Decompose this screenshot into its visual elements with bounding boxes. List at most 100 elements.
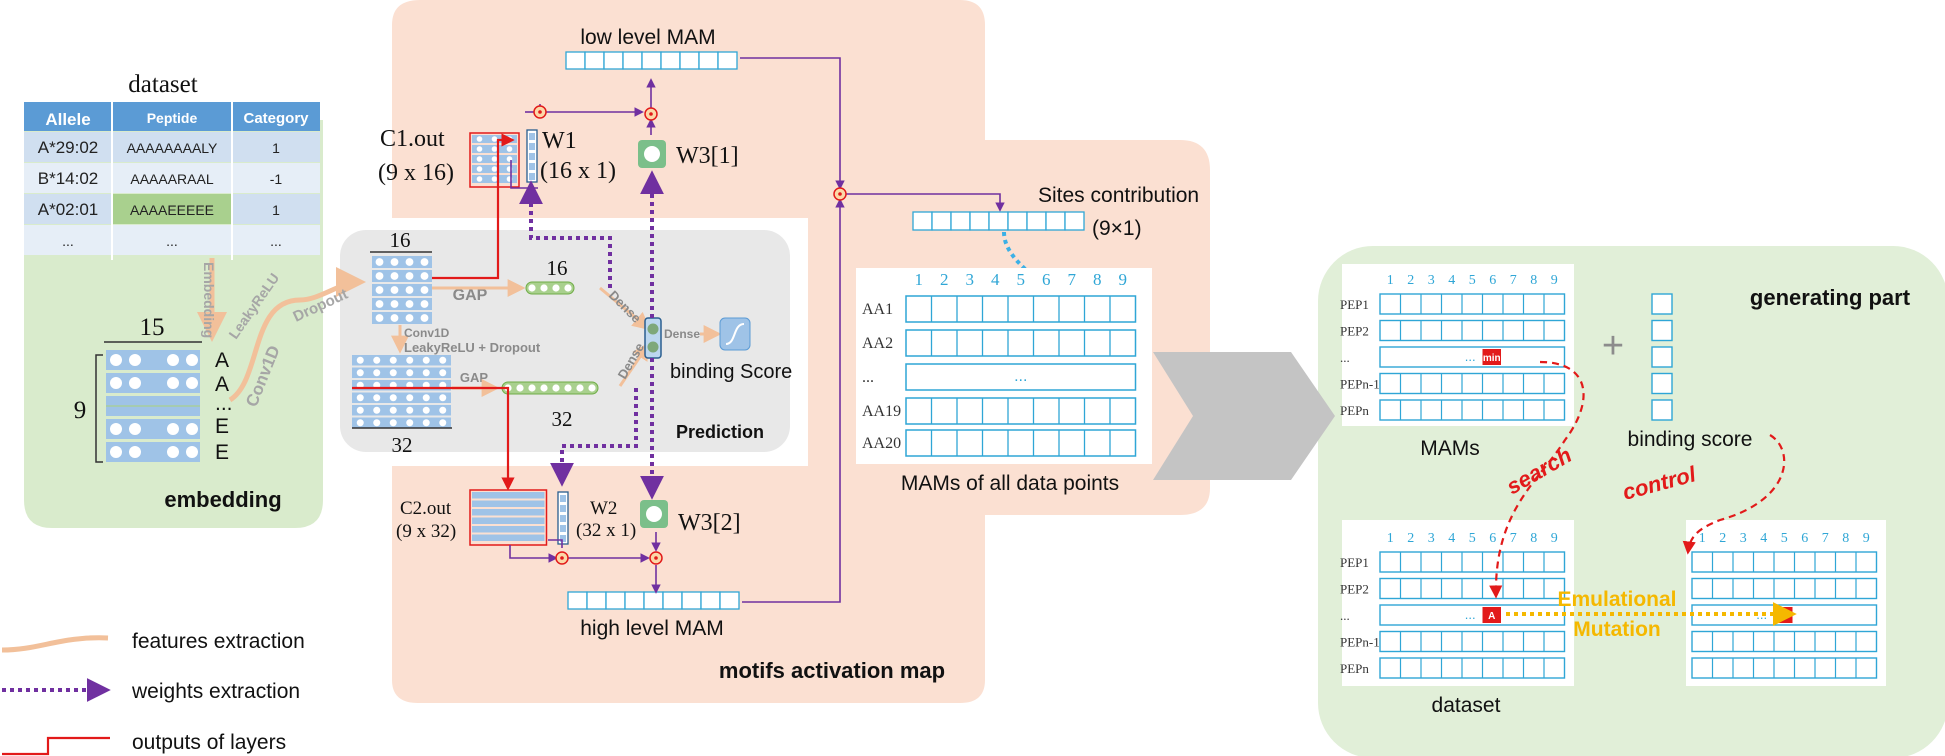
matrix-dot xyxy=(420,286,429,294)
row-label: ... xyxy=(1340,608,1350,623)
w2-dims: (32 x 1) xyxy=(576,520,636,541)
table-cell: -1 xyxy=(270,171,283,187)
row-label: ... xyxy=(1340,350,1350,365)
conv-stack-label: Conv1D xyxy=(404,326,450,340)
flow-chevron xyxy=(1153,352,1335,480)
matrix-dot xyxy=(390,286,399,294)
column-number: 9 xyxy=(1863,531,1870,546)
matrix-dot xyxy=(390,314,399,322)
matrix-dot xyxy=(186,354,198,366)
column-number: 9 xyxy=(1551,273,1558,288)
matrix-dot xyxy=(390,300,399,308)
column-number: 5 xyxy=(1469,273,1476,288)
matrix-dot xyxy=(476,156,483,162)
matrix-row xyxy=(352,405,451,416)
matrix-row xyxy=(372,256,432,268)
matrix-row xyxy=(106,350,200,370)
table-cell: 1 xyxy=(272,202,280,218)
matrix-dot xyxy=(491,136,498,142)
matrix-dot xyxy=(389,394,397,402)
vector-cell xyxy=(1651,372,1673,395)
product-node xyxy=(555,551,569,565)
matrix-dot xyxy=(476,166,483,172)
matrix-dot xyxy=(420,272,429,280)
column-number: 4 xyxy=(991,270,1000,289)
vector-cell xyxy=(643,591,664,610)
column-number: 6 xyxy=(1801,531,1808,546)
matrix-row xyxy=(372,284,432,296)
column-number: 4 xyxy=(1760,531,1767,546)
vector-cell xyxy=(641,51,662,70)
feature-extraction-arrow xyxy=(228,267,366,403)
column-number: 5 xyxy=(1781,531,1788,546)
matrix-dot xyxy=(422,356,430,364)
gap-vector-32 xyxy=(501,381,599,395)
matrix-height-label: 9 xyxy=(74,397,87,424)
vector-cell xyxy=(560,525,566,532)
matrix-dot xyxy=(405,286,414,294)
c1-out-dims: (9 x 16) xyxy=(378,160,454,186)
vector-cell xyxy=(700,591,721,610)
residue-label: A xyxy=(215,373,229,396)
vector-dot xyxy=(552,384,560,392)
c2-out-dims: (9 x 32) xyxy=(396,521,456,542)
vector-cell xyxy=(567,591,588,610)
vector-cell xyxy=(603,51,624,70)
legend-outputs-swatch xyxy=(2,736,110,756)
vector-cell xyxy=(931,211,952,231)
grid-row xyxy=(1379,319,1566,342)
matrix-row xyxy=(106,419,200,439)
column-number: 9 xyxy=(1119,270,1128,289)
vector-cell xyxy=(1651,399,1673,421)
grid-ellipsis: ... xyxy=(1014,368,1027,385)
grid-row xyxy=(1379,577,1566,600)
grid-row xyxy=(905,329,1137,357)
embedding-arrow-label: Embedding xyxy=(201,262,217,338)
matrix-dot xyxy=(389,419,397,427)
grid-ellipsis: ... xyxy=(1465,349,1476,364)
matrix-row xyxy=(352,355,451,366)
w1-label: W1 xyxy=(542,128,577,154)
w3-2-label: W3[2] xyxy=(678,510,741,536)
matrix-dot xyxy=(405,314,414,322)
vector-cell xyxy=(1045,211,1066,231)
residue-label: E xyxy=(215,441,229,464)
column-number: 1 xyxy=(1699,531,1706,546)
matrix-dot xyxy=(422,419,430,427)
vector-cell xyxy=(679,51,700,70)
marked-cell-label: min xyxy=(1483,353,1501,364)
table-header-peptide: Peptide xyxy=(147,110,198,126)
sites-contribution-vector xyxy=(912,211,1085,231)
matrix-dot xyxy=(129,423,141,435)
matrix-dot xyxy=(186,446,198,458)
vector-cell xyxy=(560,535,566,542)
matrix-dot xyxy=(406,356,414,364)
matrix-dot xyxy=(110,446,122,458)
matrix-dot xyxy=(375,314,384,322)
column-number: 2 xyxy=(940,270,949,289)
vector-cell xyxy=(969,211,990,231)
vector-cell xyxy=(529,163,535,170)
column-number: 2 xyxy=(1407,531,1414,546)
matrix-dot xyxy=(373,419,381,427)
matrix-dot xyxy=(439,356,447,364)
gap1-label: GAP xyxy=(453,287,488,304)
column-number: 3 xyxy=(1428,531,1435,546)
w3-1-node xyxy=(638,140,666,168)
vector-dot xyxy=(540,284,548,292)
binding-score-col-label: binding score xyxy=(1628,428,1753,451)
column-number: 2 xyxy=(1719,531,1726,546)
row-label: PEP1 xyxy=(1340,297,1369,312)
vector-cell xyxy=(1651,346,1673,368)
row-label: PEPn-1 xyxy=(1340,377,1380,392)
residue-label: A xyxy=(215,349,229,372)
vector-cell xyxy=(717,51,738,70)
matrix-dot xyxy=(167,354,179,366)
matrix-dot xyxy=(491,176,498,182)
matrix-dot xyxy=(389,406,397,414)
matrix-dot xyxy=(110,423,122,435)
matrix-dot xyxy=(476,146,483,152)
matrix-dot xyxy=(129,446,141,458)
